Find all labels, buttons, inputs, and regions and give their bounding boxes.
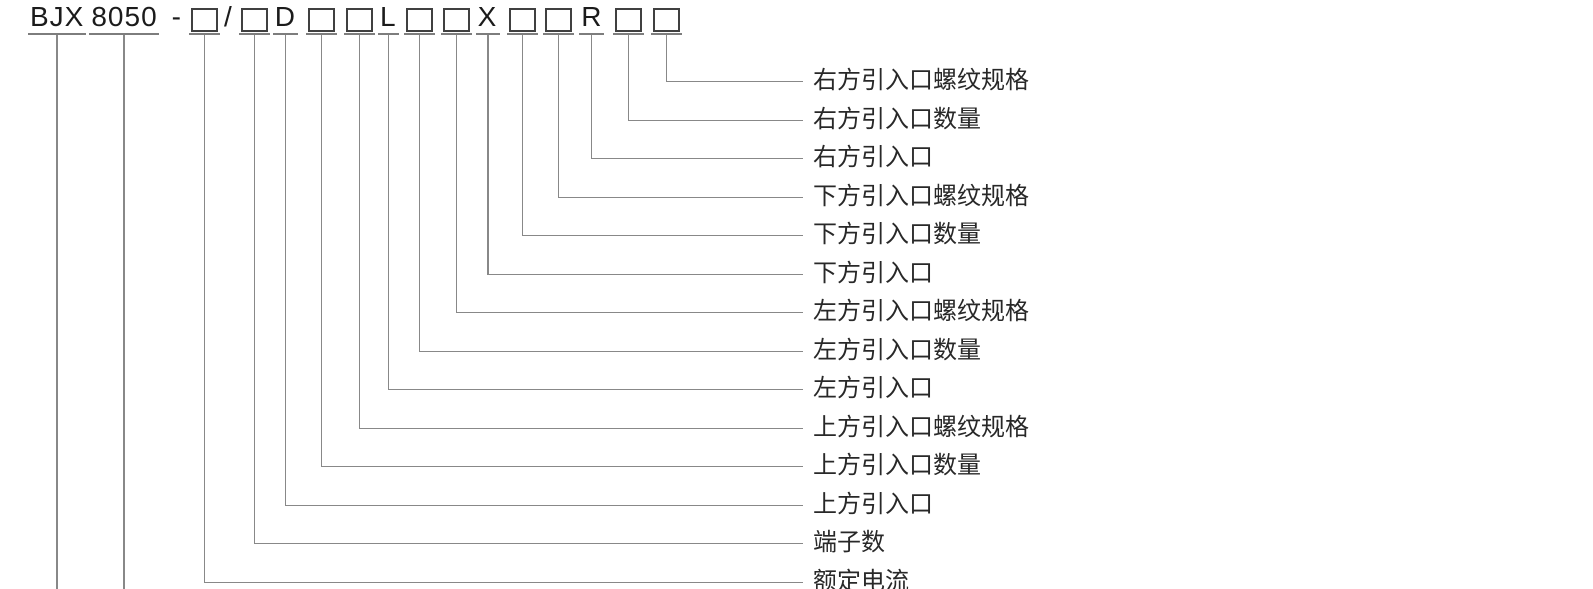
code-token-slash: /	[223, 1, 232, 32]
callout-label: 上方引入口	[813, 491, 933, 518]
connector-horizontal-line	[285, 504, 803, 506]
connector-horizontal-line	[456, 311, 803, 313]
connector-vertical-line	[665, 35, 668, 82]
connector-vertical-line	[487, 35, 489, 275]
token-underline	[89, 33, 159, 35]
connector-horizontal-line	[591, 157, 803, 159]
code-token-box	[652, 8, 680, 32]
code-token-box	[614, 8, 642, 32]
connector-vertical-line	[56, 35, 58, 589]
token-underline	[306, 33, 337, 35]
connector-vertical-line	[627, 35, 630, 121]
connector-horizontal-line	[666, 80, 803, 82]
connector-vertical-line	[557, 35, 560, 198]
connector-vertical-line	[253, 35, 256, 544]
connector-vertical-line	[455, 35, 458, 313]
connector-vertical-line	[203, 35, 206, 583]
callout-label: 上方引入口数量	[813, 452, 981, 479]
callout-label: 下方引入口	[813, 260, 933, 287]
callout-label: 右方引入口数量	[813, 106, 981, 133]
code-token-box	[240, 8, 268, 32]
connector-horizontal-line	[359, 427, 803, 429]
token-underline	[344, 33, 375, 35]
connector-horizontal-line	[488, 273, 803, 275]
code-token-x: X	[477, 1, 498, 32]
callout-label: 端子数	[813, 529, 885, 556]
token-underline	[579, 33, 604, 35]
code-token-box	[346, 8, 373, 32]
connector-vertical-line	[320, 35, 323, 467]
code-token-box	[545, 8, 573, 32]
callout-label: 额定电流	[813, 568, 909, 589]
code-token-8050: 8050	[91, 1, 158, 32]
connector-horizontal-line	[419, 350, 803, 352]
connector-vertical-line	[521, 35, 524, 236]
connector-vertical-line	[284, 35, 287, 506]
code-token-d: D	[274, 1, 296, 32]
token-underline	[651, 33, 682, 35]
code-token-box	[442, 8, 470, 32]
connector-horizontal-line	[628, 119, 803, 121]
code-token-l: L	[380, 1, 397, 32]
token-underline	[378, 33, 399, 35]
connector-horizontal-line	[388, 388, 803, 390]
code-token-box	[308, 8, 335, 32]
token-underline	[28, 33, 86, 35]
token-underline	[239, 33, 270, 35]
token-underline	[507, 33, 538, 35]
connector-horizontal-line	[204, 581, 803, 583]
connector-vertical-line	[590, 35, 593, 159]
connector-horizontal-line	[558, 196, 803, 198]
connector-vertical-line	[387, 35, 390, 390]
token-underline	[441, 33, 472, 35]
token-underline	[613, 33, 644, 35]
connector-horizontal-line	[522, 234, 803, 236]
callout-label: 右方引入口螺纹规格	[813, 67, 1029, 94]
callout-label: 左方引入口数量	[813, 337, 981, 364]
code-token-box	[190, 8, 218, 32]
callout-label: 左方引入口螺纹规格	[813, 298, 1029, 325]
connector-vertical-line	[418, 35, 421, 352]
code-token-box	[405, 8, 433, 32]
connector-vertical-line	[123, 35, 125, 589]
code-token-bjx: BJX	[30, 1, 85, 32]
callout-label: 下方引入口螺纹规格	[813, 183, 1029, 210]
connector-horizontal-line	[254, 542, 803, 544]
token-underline	[476, 33, 500, 35]
code-token-r: R	[581, 1, 603, 32]
code-token-dash: -	[171, 1, 181, 32]
connector-horizontal-line	[321, 465, 803, 467]
token-underline	[543, 33, 574, 35]
callout-label: 左方引入口	[813, 375, 933, 402]
code-token-box	[509, 8, 537, 32]
callout-label: 右方引入口	[813, 144, 933, 171]
connector-vertical-line	[358, 35, 361, 429]
token-underline	[404, 33, 435, 35]
callout-label: 下方引入口数量	[813, 221, 981, 248]
token-underline	[189, 33, 220, 35]
token-underline	[273, 33, 298, 35]
callout-label: 上方引入口螺纹规格	[813, 414, 1029, 441]
